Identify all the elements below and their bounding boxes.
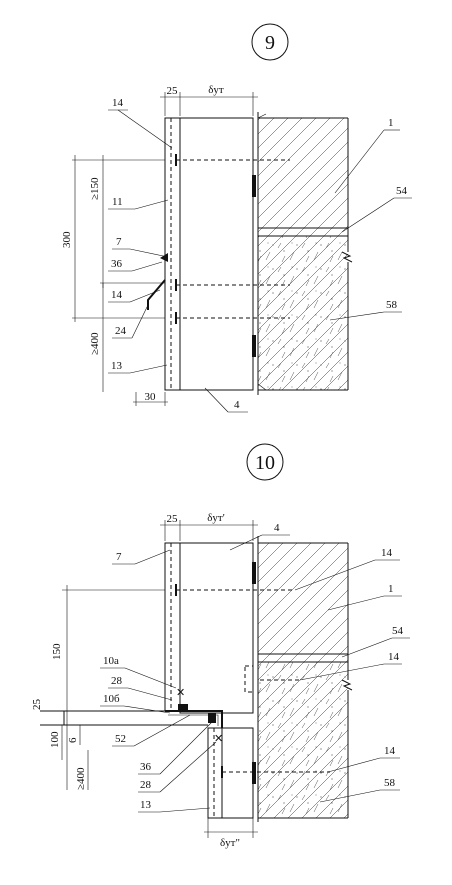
detail-10: 10 ✕ ✕ xyxy=(31,443,410,849)
callout: 14 xyxy=(112,97,124,109)
anchors xyxy=(175,154,290,324)
insulation-lower xyxy=(221,727,254,819)
callout: 7 xyxy=(116,236,122,248)
callout: 10а xyxy=(103,655,119,667)
callout: 28 xyxy=(140,779,152,791)
render-layer xyxy=(164,117,181,391)
dim-delta-ut: δут xyxy=(208,84,224,96)
callout: 10б xyxy=(103,693,120,705)
callout: 14 xyxy=(388,651,400,663)
callout: 4 xyxy=(274,522,280,534)
flashing-24 xyxy=(147,279,166,310)
callout: 36 xyxy=(140,761,152,773)
callout: 13 xyxy=(111,360,123,372)
dim-30: 30 xyxy=(145,391,157,403)
wall-concrete-58 xyxy=(258,236,348,390)
detail-9-number: 9 xyxy=(265,32,275,54)
callout: 14 xyxy=(111,289,123,301)
callout: 24 xyxy=(115,325,127,337)
insulation-upper xyxy=(179,542,254,714)
callout: 1 xyxy=(388,117,394,129)
insulation-layer xyxy=(179,117,254,391)
dim-delta-ut-double: δут" xyxy=(220,837,240,849)
svg-text:✕: ✕ xyxy=(176,687,185,699)
render-upper xyxy=(164,542,181,712)
dim-400: ≥400 xyxy=(75,767,87,790)
callout: 4 xyxy=(234,399,240,411)
dim-25: 25 xyxy=(167,513,179,525)
svg-text:✕: ✕ xyxy=(214,733,223,745)
dim-150: 150 xyxy=(51,643,63,660)
callout: 14 xyxy=(381,547,393,559)
wall-concrete-58 xyxy=(258,662,348,818)
dim-25-left: 25 xyxy=(31,699,43,711)
callout: 7 xyxy=(116,551,122,563)
callout: 36 xyxy=(111,258,123,270)
detail-10-circle xyxy=(246,443,284,481)
callout: 54 xyxy=(396,185,408,197)
detail-9-circle xyxy=(251,23,289,61)
dim-400: ≥400 xyxy=(89,332,101,355)
callout: 13 xyxy=(140,799,152,811)
callout: 54 xyxy=(392,625,404,637)
callout: 58 xyxy=(384,777,396,789)
dim-150: ≥150 xyxy=(89,177,101,200)
callouts-10: 4 7 14 1 54 10а 28 10б 14 52 36 28 xyxy=(100,522,410,813)
callouts-9: 14 11 7 36 14 24 13 4 1 54 58 xyxy=(108,97,412,413)
detail-10-number: 10 xyxy=(255,452,275,474)
callout: 1 xyxy=(388,583,394,595)
dim-delta-ut-prime: δут' xyxy=(207,512,224,524)
callout: 14 xyxy=(384,745,396,757)
callout: 52 xyxy=(115,733,126,745)
dim-300: 300 xyxy=(61,231,73,248)
callout: 28 xyxy=(111,675,123,687)
detail-9: 9 25 xyxy=(61,23,412,413)
dim-100: 100 xyxy=(49,731,61,748)
callout: 58 xyxy=(386,299,398,311)
dim-25: 25 xyxy=(167,85,179,97)
dim-6: 6 xyxy=(67,737,79,743)
callout: 11 xyxy=(112,196,123,208)
